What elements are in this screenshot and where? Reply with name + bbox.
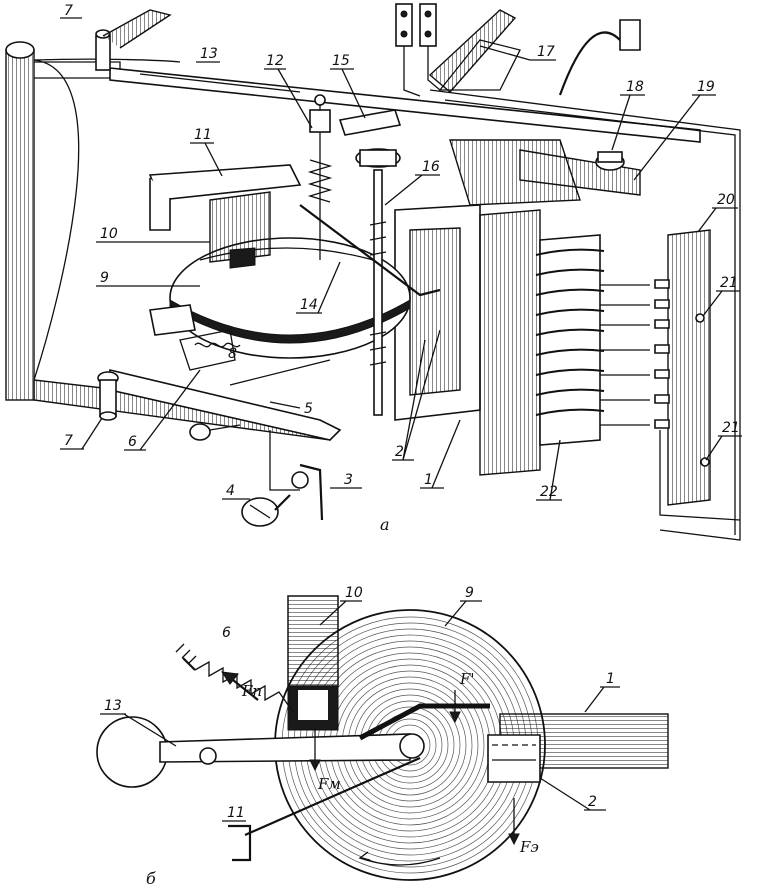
label-b-2: 2 (588, 794, 597, 810)
brake-magnet-10-b (287, 595, 339, 731)
label-18: 18 (626, 79, 644, 95)
label-16: 16 (422, 159, 440, 175)
label-b-10: 10 (345, 585, 363, 601)
coil-turn (535, 268, 605, 276)
label-force-prime: F' (459, 670, 475, 688)
pivot-7-bottom (97, 371, 119, 421)
caption-b: б (146, 869, 156, 888)
wire-3 (291, 463, 324, 521)
screw-side (189, 423, 241, 441)
terminal-board-20 (667, 229, 711, 506)
coil-turn (535, 368, 605, 376)
arm-11-b (228, 756, 421, 862)
lever-14 (299, 204, 441, 297)
force-arrows (220, 671, 520, 846)
label-15: 15 (332, 53, 350, 69)
bracket-15 (338, 109, 402, 136)
label-21-bottom: 21 (722, 420, 740, 436)
labels-a: 7 13 12 15 17 18 19 11 16 20 (60, 3, 742, 534)
labels-b: 10 9 6 13 1 2 11 Fп F' Fм Fэ б (100, 585, 620, 888)
label-3: 3 (344, 472, 353, 488)
spring-6-b (175, 643, 294, 713)
label-b-9: 9 (465, 585, 474, 601)
lever-assembly (109, 304, 342, 441)
core-1-b (487, 713, 669, 783)
adjust-screw-4 (241, 430, 300, 527)
label-8: 8 (228, 346, 237, 362)
label-force-magnet: Fм (317, 775, 341, 793)
right-frame (429, 19, 741, 541)
label-22: 22 (540, 484, 558, 500)
coil-22 (535, 234, 605, 446)
coil-turn (535, 308, 605, 316)
lever-13-b (96, 703, 490, 788)
spring-12 (307, 94, 333, 260)
plate-19 (519, 149, 641, 196)
bar-13 (109, 67, 701, 143)
coil-turn (535, 328, 605, 336)
label-6: 6 (128, 434, 137, 450)
caption-a: а (380, 515, 390, 534)
coil-turn (535, 288, 605, 296)
drawing-b: 10 9 6 13 1 2 11 Fп F' Fм Fэ б (96, 585, 669, 888)
label-1: 1 (424, 472, 433, 488)
pivot-7-top (95, 9, 172, 71)
frame-left-plate (5, 41, 181, 401)
label-13: 13 (200, 46, 218, 62)
label-b-1: 1 (606, 671, 615, 687)
label-4: 4 (226, 483, 235, 499)
label-21-top: 21 (720, 275, 738, 291)
drawing-a: 7 13 12 15 17 18 19 11 16 20 (5, 3, 742, 541)
label-b-6: 6 (222, 625, 231, 641)
label-20: 20 (717, 192, 735, 208)
label-11: 11 (194, 127, 212, 143)
label-force-electro: Fэ (519, 838, 539, 856)
coil-turn (535, 248, 605, 256)
label-10: 10 (100, 226, 118, 242)
label-2: 2 (395, 444, 404, 460)
coil-turn (535, 388, 605, 396)
label-5: 5 (304, 401, 313, 417)
label-force-spring: Fп (241, 682, 262, 700)
label-14: 14 (300, 297, 318, 313)
label-7-bottom: 7 (64, 433, 73, 449)
label-19: 19 (697, 79, 715, 95)
label-b-11: 11 (227, 805, 245, 821)
coil-leads (600, 279, 741, 521)
label-9: 9 (100, 270, 109, 286)
label-17: 17 (537, 44, 555, 60)
coil-turn (535, 348, 605, 356)
core-1 (394, 139, 581, 476)
terminal-bracket-17 (395, 3, 521, 97)
arm-11 (148, 164, 302, 231)
shaft-16 (355, 148, 401, 416)
label-b-13: 13 (104, 698, 122, 714)
coil-turn (535, 408, 605, 416)
brake-magnet-10 (209, 191, 271, 269)
label-7-top: 7 (64, 3, 73, 19)
label-12: 12 (266, 53, 284, 69)
